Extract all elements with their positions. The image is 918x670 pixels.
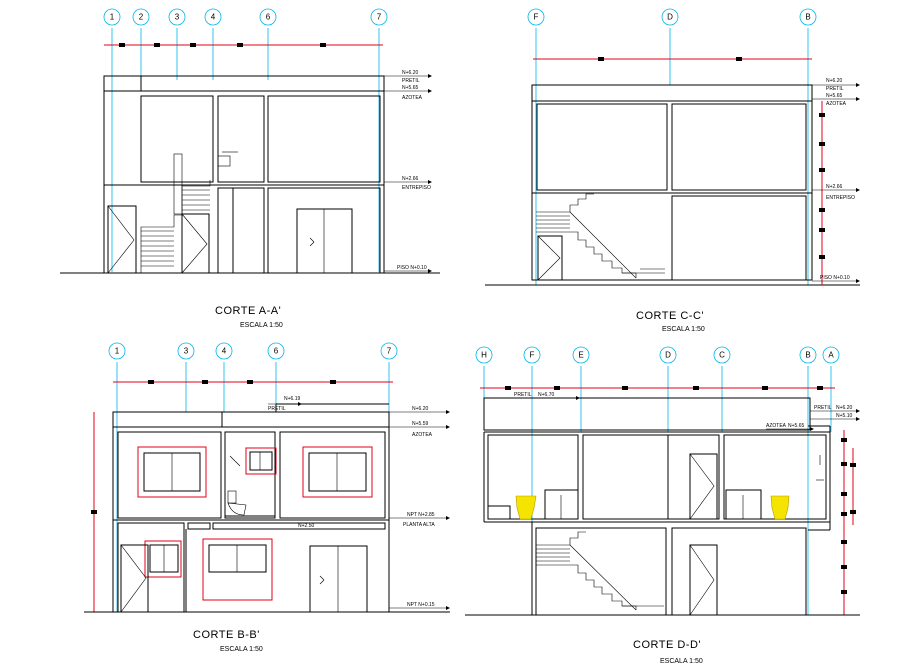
- section-a-a: 1 2 3 4 6: [60, 8, 440, 329]
- svg-text:N+5.65: N+5.65: [402, 85, 418, 91]
- svg-text:F: F: [534, 13, 539, 22]
- svg-text:PRETIL: PRETIL: [268, 406, 286, 412]
- grid-axis-bubble[interactable]: 6: [259, 8, 277, 80]
- svg-text:B: B: [805, 351, 810, 360]
- level-annotations: PRETIL N+6.70 PRETIL N+6.20 N+5.10 AZOTE…: [510, 392, 860, 431]
- svg-text:N+6.20: N+6.20: [412, 406, 428, 412]
- section-title: CORTE D-D': [633, 639, 701, 651]
- building-section: [60, 75, 440, 274]
- section-c-c: F D B: [485, 8, 860, 333]
- grid-axis-bubble[interactable]: B: [799, 8, 817, 285]
- svg-text:N+6.19: N+6.19: [284, 396, 300, 402]
- svg-text:4: 4: [211, 13, 216, 22]
- level-annotations: N+6.20 PRETIL N+5.65 AZOTEA N+2.66 ENTRE…: [812, 78, 860, 285]
- svg-text:1: 1: [110, 13, 115, 22]
- svg-text:6: 6: [274, 347, 279, 356]
- svg-text:6: 6: [266, 13, 271, 22]
- grid-axis-bubble[interactable]: E: [572, 346, 590, 432]
- level-annotations: N+6.19 PRETIL N+6.20 N+5.59 AZOTEA NPT N…: [268, 396, 450, 610]
- svg-text:H: H: [481, 351, 487, 360]
- svg-text:N+6.20: N+6.20: [826, 78, 842, 84]
- section-scale: ESCALA 1:50: [662, 326, 705, 333]
- svg-text:4: 4: [222, 347, 227, 356]
- svg-text:AZOTEA: AZOTEA: [826, 101, 847, 107]
- section-title: CORTE A-A': [215, 305, 281, 317]
- grid-axis-bubble[interactable]: 1: [108, 342, 126, 612]
- svg-text:PISO N+0.10: PISO N+0.10: [397, 265, 427, 271]
- svg-text:AZOTEA: AZOTEA: [766, 423, 787, 429]
- building-section: [84, 403, 450, 613]
- svg-text:2: 2: [139, 13, 144, 22]
- dimension-line: [104, 43, 383, 47]
- section-title: CORTE B-B': [193, 629, 260, 641]
- svg-text:N+6.20: N+6.20: [836, 405, 852, 411]
- svg-text:N+2.66: N+2.66: [402, 176, 418, 182]
- building-section: [465, 397, 860, 616]
- svg-text:7: 7: [377, 13, 382, 22]
- grid-axis-bubble[interactable]: 7: [370, 8, 388, 272]
- svg-text:3: 3: [175, 13, 180, 22]
- svg-text:NPT N+0.15: NPT N+0.15: [407, 602, 435, 608]
- grid-axes-a: 1 2 3 4 6: [103, 8, 388, 272]
- svg-text:B: B: [805, 13, 810, 22]
- svg-text:N+2.66: N+2.66: [826, 184, 842, 190]
- svg-text:PRETIL: PRETIL: [402, 78, 420, 84]
- svg-text:D: D: [665, 351, 671, 360]
- section-scale: ESCALA 1:50: [660, 658, 703, 665]
- level-annotations: N+6.20 PRETIL N+5.65 AZOTEA N+2.66 ENTRE…: [384, 70, 432, 273]
- svg-text:D: D: [667, 13, 673, 22]
- dimension-line: [533, 57, 812, 61]
- svg-text:AZOTEA: AZOTEA: [402, 95, 423, 101]
- grid-axis-bubble[interactable]: H: [475, 346, 493, 398]
- svg-text:F: F: [530, 351, 535, 360]
- dimension-line: [480, 386, 856, 615]
- section-scale: ESCALA 1:50: [240, 322, 283, 329]
- svg-text:NPT N+2.85: NPT N+2.85: [407, 512, 435, 518]
- section-b-b: 1 3 4 6 7: [84, 342, 450, 653]
- grid-axis-bubble[interactable]: 3: [177, 342, 195, 412]
- svg-text:E: E: [578, 351, 583, 360]
- grid-axis-bubble[interactable]: 6: [267, 342, 285, 412]
- svg-text:A: A: [828, 351, 834, 360]
- grid-axis-bubble[interactable]: 4: [204, 8, 222, 80]
- svg-text:N+2.50: N+2.50: [298, 523, 314, 529]
- svg-text:PISO N+0.10: PISO N+0.10: [820, 275, 850, 281]
- grid-axis-bubble[interactable]: 3: [168, 8, 186, 80]
- svg-text:N+5.65: N+5.65: [826, 93, 842, 99]
- svg-text:1: 1: [115, 347, 120, 356]
- grid-axis-bubble[interactable]: C: [713, 346, 731, 432]
- section-title: CORTE C-C': [636, 310, 704, 322]
- svg-text:PRETIL: PRETIL: [826, 86, 844, 92]
- building-section: [485, 84, 860, 286]
- grid-axis-bubble[interactable]: 4: [215, 342, 233, 412]
- svg-text:N+5.10: N+5.10: [836, 413, 852, 419]
- svg-text:C: C: [719, 351, 725, 360]
- svg-text:N+5.59: N+5.59: [412, 421, 428, 427]
- grid-axes-d: H F E D C: [475, 346, 840, 615]
- section-scale: ESCALA 1:50: [220, 646, 263, 653]
- grid-axis-bubble[interactable]: B: [799, 346, 817, 615]
- svg-text:N+5.65: N+5.65: [788, 423, 804, 429]
- svg-text:AZOTEA: AZOTEA: [412, 432, 433, 438]
- svg-text:PRETIL: PRETIL: [814, 405, 832, 411]
- grid-axis-bubble[interactable]: 2: [132, 8, 150, 80]
- svg-text:N+6.20: N+6.20: [402, 70, 418, 76]
- grid-axis-bubble[interactable]: A: [822, 346, 840, 432]
- grid-axes-c: F D B: [527, 8, 817, 285]
- grid-axis-bubble[interactable]: D: [659, 346, 677, 432]
- grid-axis-bubble[interactable]: D: [661, 8, 679, 85]
- section-d-d: H F E D C: [465, 346, 860, 665]
- svg-text:PLANTA ALTA: PLANTA ALTA: [403, 522, 435, 528]
- svg-text:ENTREPISO: ENTREPISO: [826, 195, 855, 201]
- grid-axis-bubble[interactable]: F: [527, 8, 545, 285]
- svg-text:ENTREPISO: ENTREPISO: [402, 185, 431, 191]
- dimension-line: [91, 380, 393, 612]
- svg-text:PRETIL: PRETIL: [514, 392, 532, 398]
- grid-axis-bubble[interactable]: 1: [103, 8, 121, 272]
- svg-text:N+6.70: N+6.70: [538, 392, 554, 398]
- svg-text:7: 7: [387, 347, 392, 356]
- svg-text:3: 3: [184, 347, 189, 356]
